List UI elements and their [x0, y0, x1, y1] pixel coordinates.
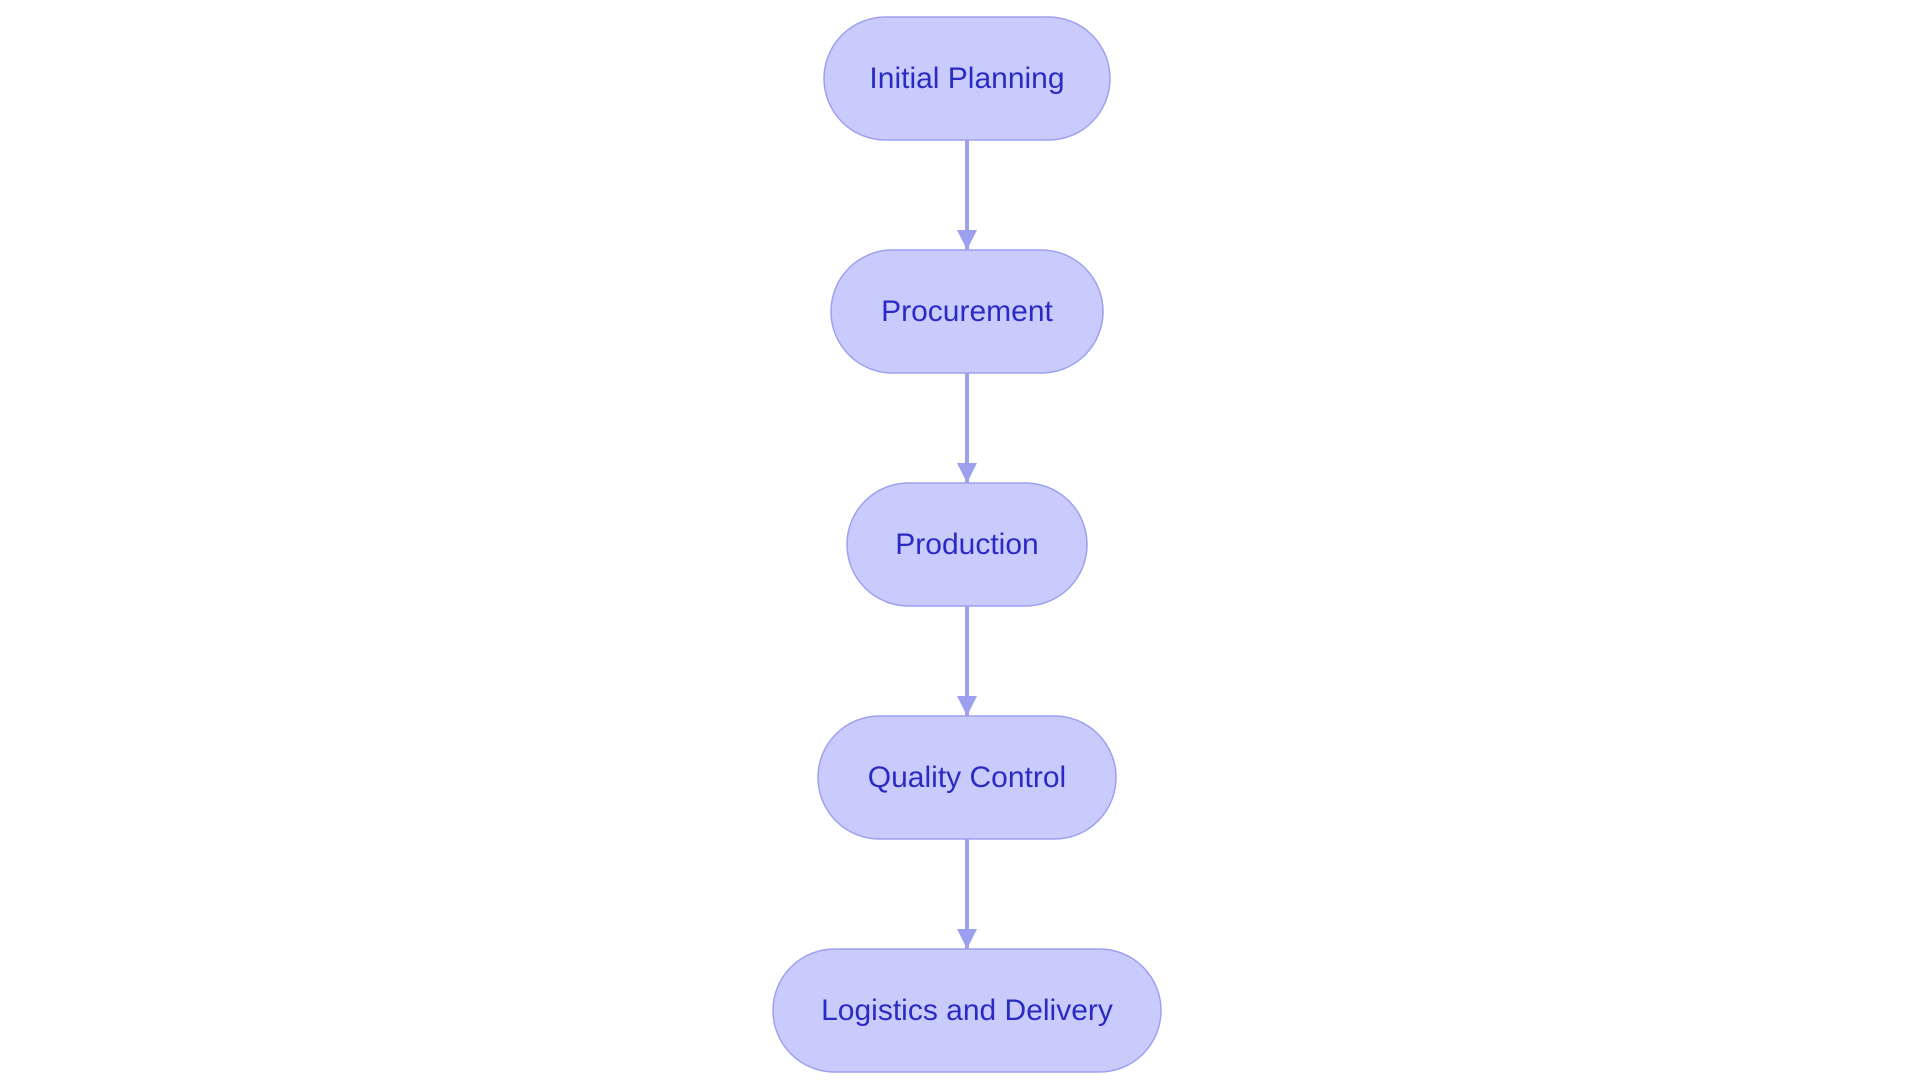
nodes-group: Initial Planning Procurement Production … [772, 16, 1162, 1073]
node-initial-planning[interactable]: Initial Planning [823, 16, 1111, 141]
node-label: Quality Control [868, 761, 1066, 794]
node-shape [830, 249, 1104, 374]
node-quality-control[interactable]: Quality Control [817, 715, 1117, 840]
node-shape [772, 948, 1162, 1073]
node-shape [846, 482, 1088, 607]
node-logistics-and-delivery[interactable]: Logistics and Delivery [772, 948, 1162, 1073]
node-label: Production [895, 528, 1038, 561]
node-procurement[interactable]: Procurement [830, 249, 1104, 374]
node-label: Procurement [881, 295, 1053, 328]
node-production[interactable]: Production [846, 482, 1088, 607]
node-label: Logistics and Delivery [821, 994, 1113, 1027]
node-shape [823, 16, 1111, 141]
node-label: Initial Planning [869, 62, 1064, 95]
node-shape [817, 715, 1117, 840]
